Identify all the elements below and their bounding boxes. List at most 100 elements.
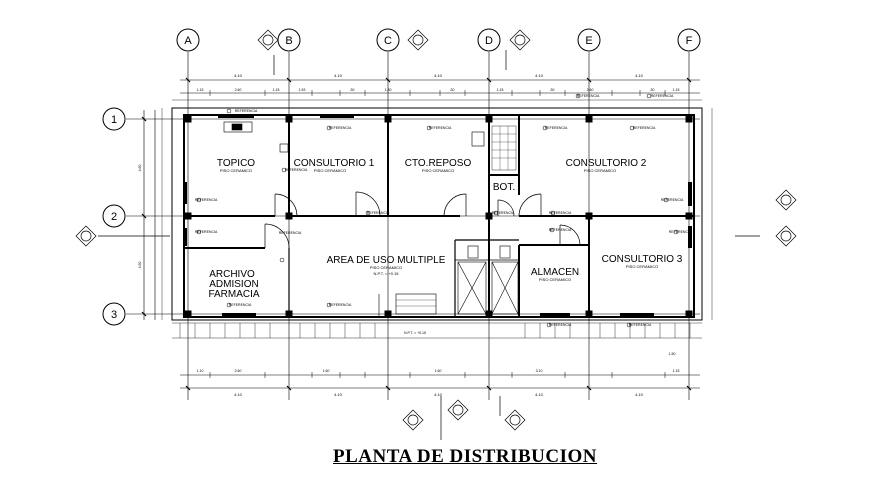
dim-top-detail: 1.30 xyxy=(385,88,392,92)
room-area-uso-multiple-floor: PISO CERAMICO xyxy=(370,265,402,270)
room-labels: TOPICO PISO CERAMICO CONSULTORIO 1 PISO … xyxy=(208,158,682,335)
grid-row-3: 3 xyxy=(111,309,117,321)
drawing-title: PLANTA DE DISTRIBUCION xyxy=(332,446,598,467)
ref-label: REFERENCIA xyxy=(195,230,218,234)
dim-bottom-de: 4.10 xyxy=(535,392,544,397)
room-archivo: ARCHIVO xyxy=(209,269,255,280)
dim-top-detail: .30 xyxy=(450,88,455,92)
ref-label: REFERENCIA xyxy=(329,303,352,307)
room-consultorio-2-floor: PISO CERAMICO xyxy=(584,168,616,173)
room-consultorio-3: CONSULTORIO 3 xyxy=(602,254,683,265)
grid-column-bubbles xyxy=(176,28,701,52)
grid-row-2: 2 xyxy=(111,211,117,223)
room-area-uso-multiple-level: N.P.T. = +0.15 xyxy=(373,271,399,276)
dim-bottom-detail: 2.60 xyxy=(235,369,242,373)
room-cto-reposo-floor: PISO CERAMICO xyxy=(422,168,454,173)
ref-label: REFERENCIA xyxy=(429,126,452,130)
room-farmacia: FARMACIA xyxy=(208,289,259,300)
reference-symbols xyxy=(196,93,679,328)
ref-label: REFERENCIA xyxy=(279,231,302,235)
dim-top-detail: .30 xyxy=(650,88,655,92)
ref-label: REFERENCIA xyxy=(549,211,572,215)
ref-label: REFERENCIA xyxy=(285,168,308,172)
ref-label: REFERENCIA xyxy=(195,198,218,202)
dim-top-ab: 4.10 xyxy=(234,73,243,78)
dim-top-detail: .30 xyxy=(550,88,555,92)
ref-label: REFERENCIA xyxy=(669,230,692,234)
room-botiquin: BOT. xyxy=(493,182,515,193)
grid-axis-lines xyxy=(126,52,700,400)
dim-top-cd: 4.10 xyxy=(434,73,443,78)
ramp-level-note: N.P.T. = +0.15 xyxy=(404,331,426,335)
ref-label: REFERENCIA xyxy=(577,94,600,98)
dimension-texts: 4.10 4.10 4.10 4.10 4.10 1.15 2.60 1.15 … xyxy=(138,73,679,397)
dim-left-12: 4.60 xyxy=(138,165,142,172)
dim-bottom-cd: 4.10 xyxy=(434,392,443,397)
dimension-lines xyxy=(141,77,700,391)
ref-label: REFERENCIA xyxy=(492,211,515,215)
entrance-ramp xyxy=(378,293,437,318)
topico-counter xyxy=(223,121,289,153)
room-area-uso-multiple: AREA DE USO MULTIPLE xyxy=(327,255,446,266)
grid-axis-labels: A B C D E F 1 2 3 xyxy=(111,35,693,321)
ref-label: REFERENCIA xyxy=(545,126,568,130)
ref-label: REFERENCIA xyxy=(367,211,390,215)
building-walls xyxy=(171,107,703,321)
dim-top-detail: .30 xyxy=(350,88,355,92)
dim-top-detail: 1.15 xyxy=(273,88,280,92)
room-consultorio-3-floor: PISO CERAMICO xyxy=(626,264,658,269)
dim-top-detail: 1.15 xyxy=(497,88,504,92)
room-topico: TOPICO xyxy=(217,158,255,169)
ref-label: REFERENCIA xyxy=(661,198,684,202)
dim-top-detail: 1.53 xyxy=(299,88,306,92)
dim-bottom-detail: 3.10 xyxy=(536,369,543,373)
dim-bottom-bc: 4.10 xyxy=(334,392,343,397)
room-cto-reposo: CTO.REPOSO xyxy=(405,158,472,169)
room-almacen-floor: PISO CERAMICO xyxy=(539,277,571,282)
ref-label: REFERENCIA xyxy=(549,323,572,327)
sanitary-cells xyxy=(457,125,519,315)
ref-label: REFERENCIA xyxy=(633,126,656,130)
dim-top-detail: 1.15 xyxy=(673,88,680,92)
dim-bottom-detail: 1.15 xyxy=(673,369,680,373)
dim-bottom-ef: 4.10 xyxy=(635,392,644,397)
section-markers xyxy=(75,29,797,440)
ref-label: REFERENCIA xyxy=(329,126,352,130)
grid-col-d: D xyxy=(485,35,493,47)
grid-col-c: C xyxy=(384,35,392,47)
room-almacen: ALMACEN xyxy=(531,267,579,278)
doors xyxy=(264,191,581,249)
reference-labels: REFERENCIA REFERENCIA REFERENCIA REFEREN… xyxy=(195,94,692,327)
grid-col-b: B xyxy=(285,35,292,47)
structural-columns xyxy=(184,115,693,318)
dim-top-de: 4.10 xyxy=(535,73,544,78)
windows xyxy=(183,115,692,317)
room-topico-floor: PISO CERAMICO xyxy=(220,168,252,173)
dim-left-23: 4.60 xyxy=(138,262,142,269)
dim-bottom-detail: 1.60 xyxy=(435,369,442,373)
ref-label: REFERENCIA xyxy=(651,94,674,98)
grid-col-f: F xyxy=(686,35,693,47)
grid-col-a: A xyxy=(184,35,192,47)
dim-bottom-detail: 1.60 xyxy=(323,369,330,373)
ref-label: REFERENCIA xyxy=(629,323,652,327)
room-consultorio-1: CONSULTORIO 1 xyxy=(294,158,375,169)
sidewalk-hatch xyxy=(161,99,713,339)
room-consultorio-1-floor: PISO CERAMICO xyxy=(314,168,346,173)
room-admision: ADMISION xyxy=(209,279,258,290)
room-consultorio-2: CONSULTORIO 2 xyxy=(566,158,647,169)
grid-row-bubbles xyxy=(102,107,126,326)
ref-label: REFERENCIA xyxy=(235,109,258,113)
dim-top-detail: 1.15 xyxy=(197,88,204,92)
grid-row-1: 1 xyxy=(111,114,117,126)
dim-top-ef: 4.10 xyxy=(635,73,644,78)
dim-right-note: 1.50 xyxy=(669,352,676,356)
dim-top-detail: 2.60 xyxy=(587,88,594,92)
dim-bottom-detail: 1.10 xyxy=(197,369,204,373)
ref-label: REFERENCIA xyxy=(549,228,572,232)
dim-top-detail: 2.60 xyxy=(235,88,242,92)
dim-top-bc: 4.10 xyxy=(334,73,343,78)
dim-bottom-ab: 4.10 xyxy=(234,392,243,397)
ref-label: REFERENCIA xyxy=(229,303,252,307)
